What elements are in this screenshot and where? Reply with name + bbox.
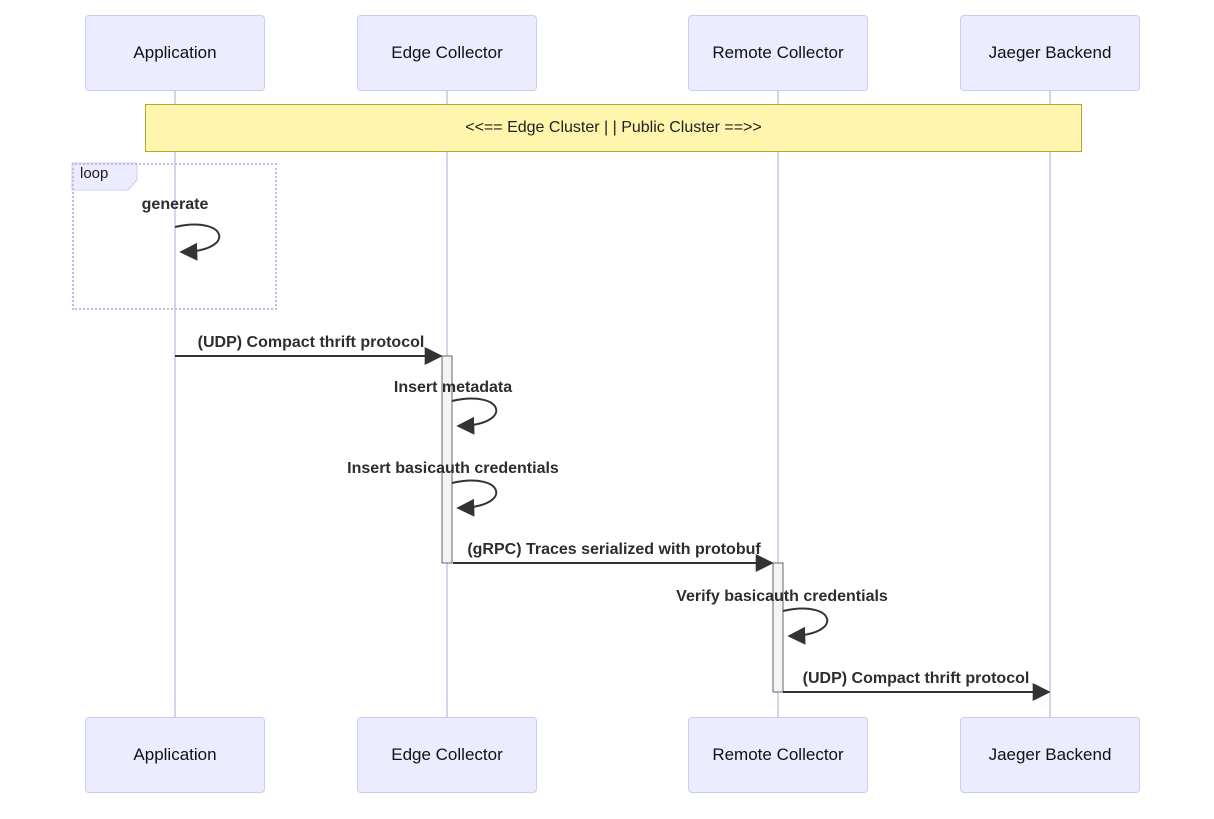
message-udp-compact-thrift-1: (UDP) Compact thrift protocol bbox=[197, 334, 425, 351]
loop-frame bbox=[72, 163, 277, 310]
participant-label: Jaeger Backend bbox=[988, 43, 1112, 62]
message-insert-metadata: Insert metadata bbox=[393, 379, 513, 396]
activation-bars bbox=[441, 355, 784, 693]
message-generate: generate bbox=[141, 196, 209, 213]
message-verify-basicauth: Verify basicauth credentials bbox=[676, 588, 888, 605]
cluster-note: <<== Edge Cluster | | Public Cluster ==>… bbox=[145, 104, 1082, 152]
participant-top-edge-collector: Edge Collector bbox=[357, 15, 537, 91]
participant-top-remote-collector: Remote Collector bbox=[688, 15, 868, 91]
message-udp-compact-thrift-2: (UDP) Compact thrift protocol bbox=[802, 670, 1030, 687]
participant-label: Application bbox=[133, 745, 217, 764]
self-arc-insert-metadata bbox=[451, 397, 498, 435]
cluster-note-text: <<== Edge Cluster | | Public Cluster ==>… bbox=[465, 119, 762, 136]
activation-edge-collector bbox=[441, 355, 453, 564]
participant-label: Remote Collector bbox=[712, 43, 844, 62]
self-arc-insert-basicauth bbox=[451, 479, 498, 517]
activation-remote-collector bbox=[772, 562, 784, 693]
message-arrows bbox=[174, 223, 1051, 701]
lifelines bbox=[174, 91, 1051, 717]
participant-top-jaeger-backend: Jaeger Backend bbox=[960, 15, 1140, 91]
self-arc-verify-basicauth bbox=[782, 607, 829, 645]
message-insert-basicauth: Insert basicauth credentials bbox=[347, 460, 559, 477]
participant-bottom-application: Application bbox=[85, 717, 265, 793]
self-arc-generate bbox=[174, 223, 221, 261]
participant-bottom-edge-collector: Edge Collector bbox=[357, 717, 537, 793]
participant-label: Edge Collector bbox=[391, 745, 503, 764]
participant-label: Application bbox=[133, 43, 217, 62]
loop-frame-label: loop bbox=[80, 165, 109, 182]
message-grpc-protobuf: (gRPC) Traces serialized with protobuf bbox=[467, 541, 761, 558]
participant-label: Edge Collector bbox=[391, 43, 503, 62]
participant-label: Jaeger Backend bbox=[988, 745, 1112, 764]
participant-bottom-remote-collector: Remote Collector bbox=[688, 717, 868, 793]
participant-label: Remote Collector bbox=[712, 745, 844, 764]
participant-top-application: Application bbox=[85, 15, 265, 91]
participant-bottom-jaeger-backend: Jaeger Backend bbox=[960, 717, 1140, 793]
